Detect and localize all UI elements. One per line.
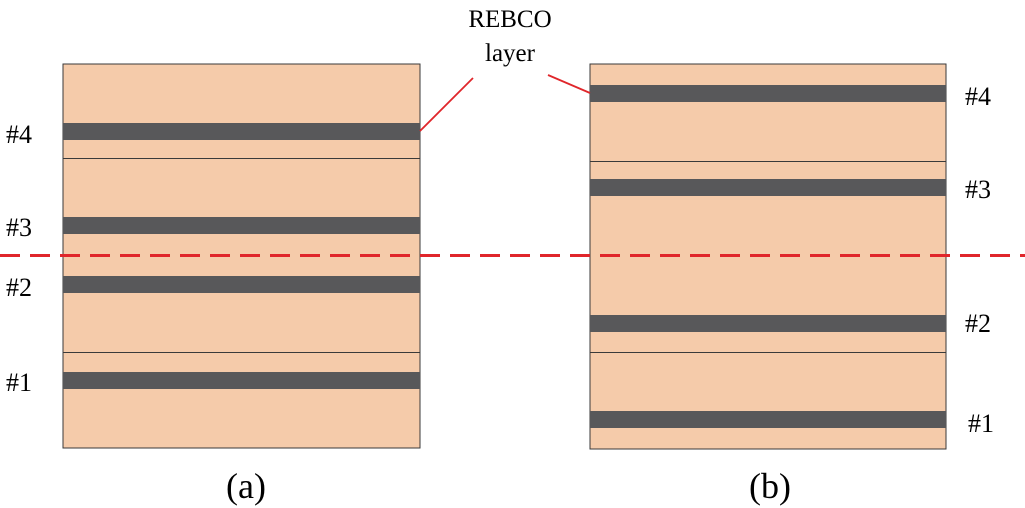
rebco-layer — [590, 179, 946, 196]
rebco-layer — [590, 315, 946, 332]
callout-text-line1: REBCO — [468, 6, 551, 33]
tape-label: #3 — [965, 175, 991, 204]
callout-leader-line — [419, 77, 474, 132]
tape-label: #3 — [6, 213, 32, 242]
callout-leader-line — [547, 74, 591, 94]
rebco-layer — [63, 123, 420, 140]
panel-label: (b) — [749, 466, 791, 506]
rebco-layer — [63, 276, 420, 293]
tape-label: #4 — [965, 82, 991, 111]
tape-label: #1 — [968, 409, 994, 438]
tape-label: #4 — [6, 120, 32, 149]
panel-a: #4 #3 #2 #1 (a) — [6, 63, 421, 506]
rebco-layer — [590, 411, 946, 428]
panel-b: #4 #3 #2 #1 (b) — [589, 63, 994, 506]
rebco-layer — [63, 372, 420, 389]
rebco-callout: REBCO layer — [419, 6, 591, 132]
tape-label: #2 — [6, 273, 32, 302]
rebco-layer — [590, 85, 946, 102]
callout-text-line2: layer — [485, 40, 536, 67]
tape-label: #2 — [965, 309, 991, 338]
panel-label: (a) — [226, 466, 266, 506]
tape-label: #1 — [6, 368, 32, 397]
rebco-layer — [63, 217, 420, 234]
